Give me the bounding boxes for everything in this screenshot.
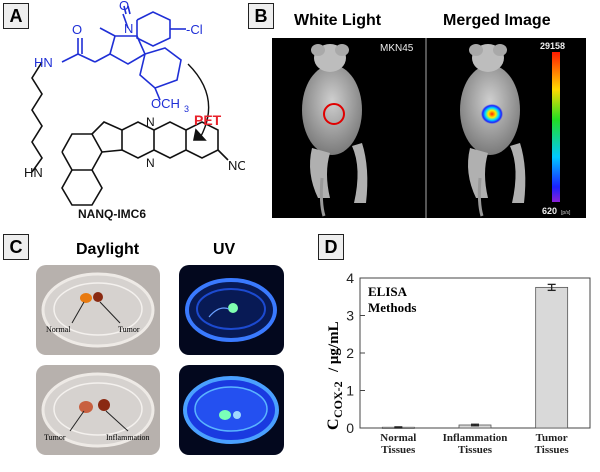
atom-n-ring-bottom: N [146, 156, 155, 170]
legend-methods: Methods [368, 300, 416, 315]
legend-elisa: ELISA [368, 284, 408, 299]
daylight-title: Daylight [76, 241, 140, 258]
y-tick-label: 1 [346, 383, 354, 399]
atom-o-amide: O [72, 22, 82, 37]
uv-dish-bottom [179, 365, 284, 455]
panel-c-label: C [3, 234, 29, 260]
atom-och3: OCH [151, 96, 180, 111]
merged-image-title: Merged Image [443, 12, 551, 29]
compound-name: NANQ-IMC6 [78, 207, 146, 221]
uv-tumor-fluorescence [228, 303, 238, 313]
daylight-dish-bottom: Tumor Inflammation [36, 365, 160, 455]
intensity-scale-bar [552, 52, 560, 202]
tumor-tissue-sample-2 [79, 401, 93, 413]
inflammation-tissue-sample [98, 399, 110, 411]
ylabel-unit: / μg/mL [326, 321, 342, 373]
atom-n-ring-top: N [146, 115, 155, 129]
scale-min: 620 [542, 206, 557, 216]
atom-hn: HN [34, 55, 53, 70]
atom-hn-fluor: HN [24, 165, 43, 180]
x-category-label: Inflammation [443, 432, 508, 444]
tumor-circle [323, 103, 345, 125]
atom-o: O [119, 0, 129, 13]
x-category-label: Tissues [535, 444, 570, 456]
pet-label: PET [194, 112, 222, 128]
panel-a-label: A [3, 3, 29, 29]
uv-inflammation-fluorescence [233, 411, 241, 419]
y-tick-label: 3 [346, 308, 354, 324]
imaging-panel: MKN45 29158 620 [p/s] [272, 38, 586, 218]
daylight-dish-top: Normal Tumor [36, 265, 160, 355]
uv-dish-top [179, 265, 284, 355]
panel-b-label: B [248, 3, 274, 29]
x-category-label: Normal [380, 432, 416, 444]
uv-title: UV [213, 241, 236, 258]
x-category-label: Tumor [536, 432, 568, 444]
y-tick-label: 0 [346, 420, 354, 436]
atom-och3-sub: 3 [184, 104, 189, 114]
x-category-label: Tissues [381, 444, 416, 456]
atom-cl: -Cl [186, 22, 203, 37]
mouse-left [302, 44, 368, 217]
scale-max: 29158 [540, 41, 565, 51]
white-light-title: White Light [294, 12, 382, 29]
atom-n: N [124, 21, 133, 36]
mouse-images: MKN45 29158 620 [p/s] [302, 38, 571, 218]
panel-d-label: D [318, 234, 344, 260]
label-tumor-bottom: Tumor [44, 433, 66, 442]
label-normal: Normal [46, 325, 71, 334]
scale-unit: [p/s] [561, 210, 571, 216]
bar [535, 286, 569, 429]
label-inflammation: Inflammation [106, 433, 150, 442]
image-divider [425, 38, 427, 218]
elisa-chart: 01234NormalTissuesInflammationTissuesTum… [325, 270, 591, 456]
indole-core [61, 5, 182, 101]
panel-a-structure: O O N -Cl HN OCH 3 N N HN NO 2 PET NANQ-… [24, 0, 245, 221]
fluorescence-signal [481, 104, 503, 124]
tumor-tissue-sample [93, 292, 103, 302]
y-axis-label: C COX-2 / μg/mL [325, 321, 345, 430]
y-tick-label: 2 [346, 345, 354, 361]
x-category-label: Tissues [458, 444, 493, 456]
y-tick-label: 4 [346, 270, 354, 286]
mouse-right [460, 44, 526, 217]
ylabel-c: C [325, 418, 342, 430]
cell-line-label: MKN45 [380, 43, 414, 54]
normal-tissue-sample [80, 293, 92, 303]
uv-tumor-fluorescence-2 [219, 410, 231, 420]
ylabel-sub: COX-2 [331, 381, 345, 418]
atom-no2: NO [228, 158, 245, 173]
label-tumor-top: Tumor [118, 325, 140, 334]
